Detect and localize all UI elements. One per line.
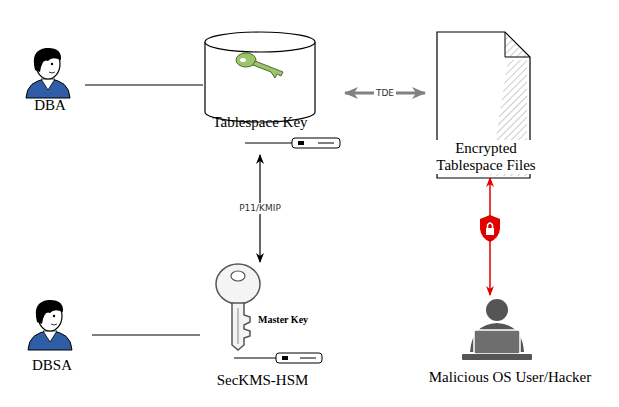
person-icon xyxy=(26,48,70,98)
key-store: Tablespace Key xyxy=(203,30,345,155)
usb-token xyxy=(234,353,322,363)
attacker-node: Malicious OS User/Hacker xyxy=(410,295,610,395)
key-icon xyxy=(236,53,283,78)
usb-token xyxy=(245,138,340,148)
node-label: Master Key xyxy=(258,313,325,326)
node-label: Encrypted Tablespace Files xyxy=(425,140,547,174)
edge-label: P11/KMIP xyxy=(237,203,283,214)
node-label: DBSA xyxy=(12,357,92,374)
connector xyxy=(92,334,200,335)
file-node: Encrypted Tablespace Files xyxy=(425,28,547,178)
shield-icon xyxy=(480,215,500,242)
hsm-node: Master KeySecKMS-HSM xyxy=(200,262,325,394)
actor: DBA xyxy=(15,40,85,115)
master-key-icon xyxy=(216,264,260,350)
edge-label: TDE xyxy=(374,88,396,99)
node-label: Malicious OS User/Hacker xyxy=(410,369,610,386)
person-icon xyxy=(28,300,72,350)
connector xyxy=(85,84,203,85)
node-label: DBA xyxy=(15,97,85,114)
node-label: Tablespace Key xyxy=(203,114,317,131)
hacker-icon xyxy=(462,299,532,360)
node-label: SecKMS-HSM xyxy=(200,372,325,389)
actor: DBSA xyxy=(12,295,92,380)
database-cylinder xyxy=(205,32,315,122)
